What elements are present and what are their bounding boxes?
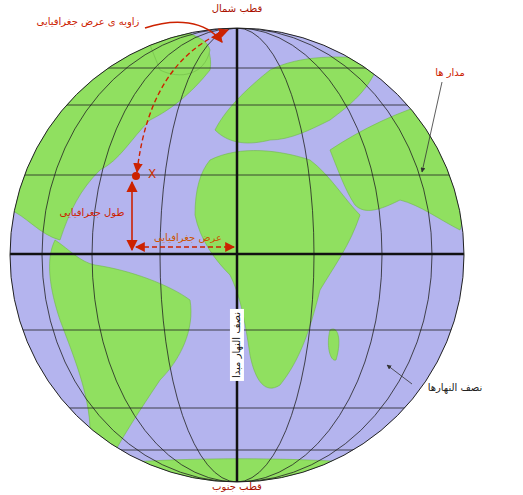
south-pole-label: قطب جنوب	[212, 481, 262, 493]
vertical-arrow	[131, 182, 133, 250]
prime-meridian	[236, 28, 239, 482]
ocean	[10, 28, 464, 482]
point-label: X	[148, 167, 156, 181]
angle-label: زاویه ی عرض جغرافیایی	[37, 16, 140, 28]
parallels-leader	[422, 82, 442, 172]
north-pole-label: قطب شمال	[212, 3, 262, 15]
parallels-label: مدار ها	[435, 67, 465, 79]
longitude-label: طول جغرافیایی	[60, 207, 125, 219]
meridians-label: نصف النهارها	[428, 382, 483, 394]
angle-pointer	[145, 22, 222, 42]
latitude-label: عرض جغرافیایی	[154, 232, 222, 244]
point-x	[132, 172, 140, 180]
horizontal-arrow	[136, 246, 234, 247]
globe-outline	[10, 28, 464, 482]
parallels	[0, 68, 523, 450]
meridians-leader	[387, 365, 412, 384]
angle-dashed-arc	[137, 30, 228, 172]
prime-meridian-label: نصف النهار مبدا	[230, 309, 244, 381]
